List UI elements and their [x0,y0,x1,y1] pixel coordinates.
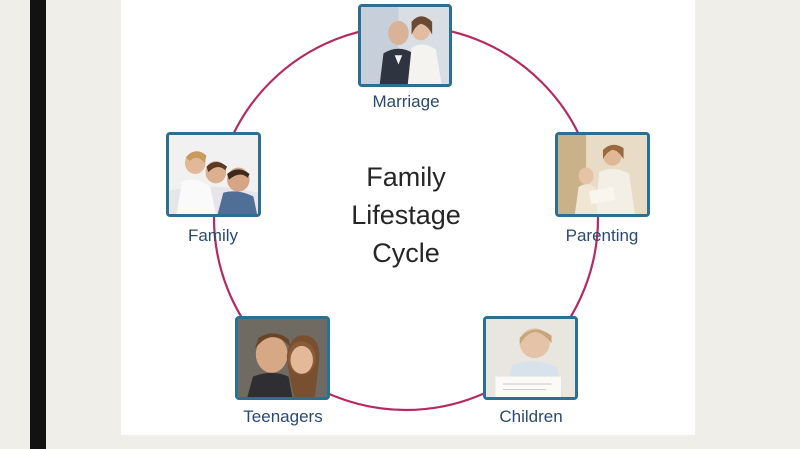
teenagers-photo [235,316,330,400]
family-group-photo [166,132,261,217]
title-line-2: Lifestage [351,200,461,230]
stage-label-family: Family [187,226,239,245]
slide-accent-bar [30,0,46,449]
stage-label-children: Children [499,407,563,426]
child-writing-photo [483,316,578,400]
title-line-3: Cycle [372,238,440,268]
stage-label-parenting: Parenting [565,226,639,245]
diagram-title: Family Lifestage Cycle [306,158,506,272]
title-line-1: Family [366,162,446,192]
stage-label-teenagers: Teenagers [243,407,323,426]
wedding-couple-photo [358,4,452,87]
parent-reading-photo [555,132,650,217]
stage-label-marriage: Marriage [372,92,440,111]
